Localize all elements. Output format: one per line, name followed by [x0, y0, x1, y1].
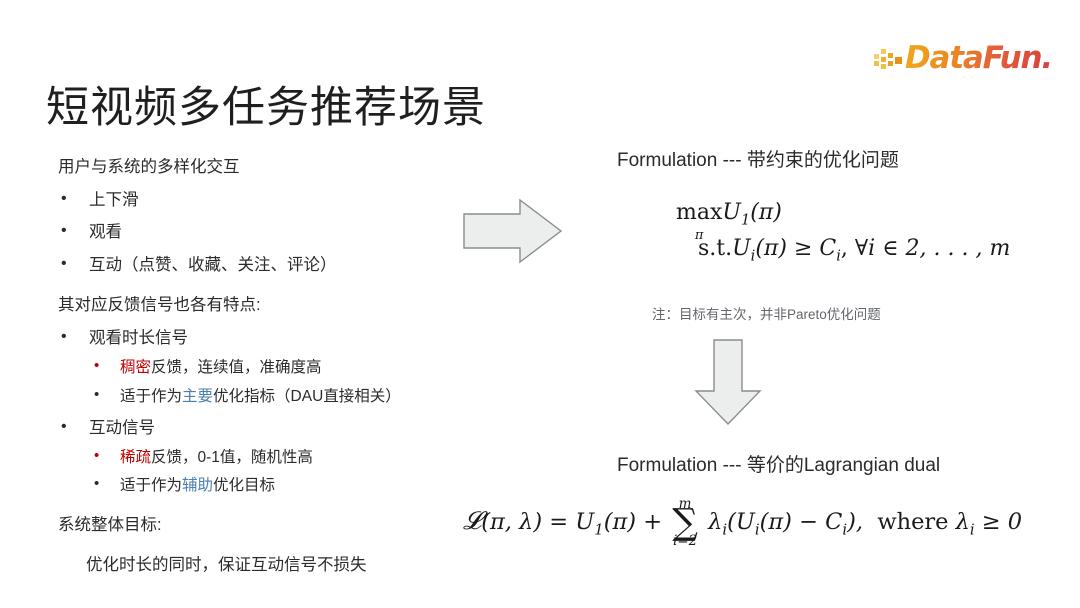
- arrow-down-icon: [694, 339, 762, 426]
- highlight-primary: 主要: [182, 387, 214, 405]
- lagrangian-primary-utility: U: [575, 509, 595, 535]
- sum-upper-limit: m: [678, 495, 692, 512]
- where-zero: 0: [1007, 509, 1023, 535]
- term-utility-symbol: U: [735, 509, 755, 535]
- feedback-lead: 其对应反馈信号也各有特点:: [58, 295, 261, 314]
- lagrangian-symbol: 𝓛: [463, 506, 482, 535]
- left-content-column: 用户与系统的多样化交互 上下滑 观看 互动（点赞、收藏、关注、评论） 其对应反馈…: [58, 156, 488, 594]
- system-goal-lead: 系统整体目标:: [58, 516, 162, 535]
- where-multiplier-symbol: λ: [955, 509, 970, 535]
- formula-lagrangian-dual: 𝓛(π, λ) = U1(π) + m ∑ i=2 λi(Ui(π) − Ci)…: [463, 496, 1023, 550]
- where-geq-operator: ≥: [981, 509, 1001, 535]
- list-item-watch-dense: 稠密反馈，连续值，准确度高: [58, 352, 488, 383]
- interaction-aux-pre: 适于作为: [120, 477, 183, 495]
- where-multiplier-index: i: [969, 520, 975, 539]
- term-bound-index: i: [842, 520, 848, 539]
- objective-argument: (π): [750, 200, 782, 225]
- bound-index: i: [836, 248, 841, 265]
- minus-operator: −: [799, 509, 818, 535]
- datafun-logo: DataFun.: [874, 40, 1053, 76]
- index-range: 2, . . . , m: [905, 235, 1011, 261]
- constraint-utility-symbol: U: [732, 235, 751, 261]
- subject-to-label: s.t.: [698, 235, 733, 261]
- summation-operator: m ∑ i=2: [672, 496, 698, 550]
- constraint-argument: (π): [755, 235, 787, 261]
- list-item: 上下滑: [58, 183, 488, 216]
- interaction-sparse-rest: 反馈，0-1值，随机性高: [151, 448, 313, 466]
- constraint-index: i: [750, 248, 756, 265]
- list-item-interaction-auxiliary: 适于作为辅助优化目标: [58, 470, 488, 501]
- geq-operator: ≥: [793, 235, 813, 261]
- system-goal-block: 系统整体目标: 优化时长的同时，保证互动信号不损失: [58, 514, 488, 578]
- lagrangian-arguments: (π, λ) =: [481, 509, 576, 535]
- forall-index: i: [868, 235, 876, 261]
- list-item: 观看: [58, 215, 488, 248]
- forall-operator: ∀: [854, 235, 869, 261]
- list-item-watch-signal: 观看时长信号: [58, 321, 488, 354]
- list-item-interaction-sparse: 稀疏反馈，0-1值，随机性高: [58, 442, 488, 473]
- formulation-note: 注：目标有主次，并非Pareto优化问题: [652, 307, 881, 322]
- term-close-paren: ),: [847, 509, 863, 535]
- logo-wordmark: DataFun.: [905, 39, 1053, 76]
- constraint-bound-symbol: C: [819, 235, 837, 261]
- lagrangian-primary-index: 1: [594, 520, 604, 539]
- system-goal-detail: 优化时长的同时，保证互动信号不损失: [86, 555, 367, 574]
- interaction-lead: 用户与系统的多样化交互: [58, 158, 240, 176]
- heading-constrained-formulation: Formulation --- 带约束的优化问题: [617, 150, 899, 171]
- objective-index: 1: [740, 212, 751, 229]
- watch-dense-rest: 反馈，连续值，准确度高: [151, 359, 322, 377]
- where-label: where: [877, 509, 949, 535]
- heading-lagrangian-dual: Formulation --- 等价的Lagrangian dual: [617, 455, 941, 476]
- element-of-operator: ∈: [882, 235, 899, 261]
- feedback-signal-block: 其对应反馈信号也各有特点: 观看时长信号 稠密反馈，连续值，准确度高 适于作为主…: [58, 294, 488, 501]
- lagrangian-primary-argument: (π): [603, 509, 637, 535]
- term-open-paren: (: [727, 509, 736, 535]
- formula-constraint-line: s.t.Ui(π) ≥ Ci, ∀i ∈ 2, . . . , m: [698, 235, 1011, 265]
- highlight-sparse: 稀疏: [120, 448, 152, 466]
- highlight-auxiliary: 辅助: [182, 477, 214, 495]
- term-utility-argument: (π): [759, 509, 792, 535]
- arrow-right-icon: [463, 198, 563, 264]
- sum-lower-limit: i=2: [672, 533, 698, 550]
- sigma-icon: ∑: [672, 501, 698, 543]
- list-item: 互动（点赞、收藏、关注、评论）: [58, 248, 488, 281]
- list-item-interaction-signal: 互动信号: [58, 411, 488, 444]
- watch-primary-post: 优化指标（DAU直接相关）: [213, 387, 401, 405]
- term-utility-index: i: [754, 520, 760, 539]
- highlight-dense: 稠密: [120, 359, 152, 377]
- term-bound-symbol: C: [825, 509, 843, 535]
- multiplier-symbol: λ: [708, 509, 723, 535]
- list-item-watch-primary: 适于作为主要优化指标（DAU直接相关）: [58, 381, 488, 412]
- watch-primary-pre: 适于作为: [120, 387, 183, 405]
- logo-pixel-dots-icon: [874, 45, 904, 71]
- plus-operator: +: [643, 509, 663, 535]
- multiplier-index: i: [722, 520, 728, 539]
- page-title: 短视频多任务推荐场景: [46, 83, 486, 132]
- interaction-aux-post: 优化目标: [213, 477, 276, 495]
- interaction-block: 用户与系统的多样化交互 上下滑 观看 互动（点赞、收藏、关注、评论）: [58, 156, 488, 281]
- interaction-bullet-list: 上下滑 观看 互动（点赞、收藏、关注、评论）: [58, 183, 488, 281]
- objective-utility-symbol: U: [722, 200, 741, 225]
